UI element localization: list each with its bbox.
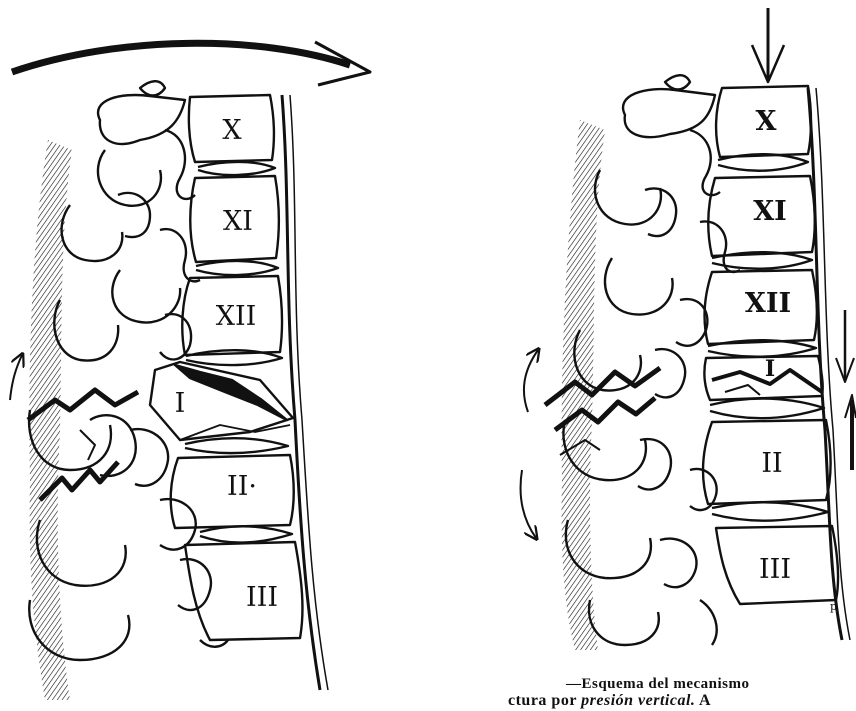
left-label-ii: II· [227,471,257,502]
right-label-xi: XI [753,196,787,227]
caption-line-2-prefix: ctura por [508,692,577,709]
hatched-posterior-column [29,140,72,700]
left-label-xi: XI [223,206,253,237]
left-spine-diagram [10,42,370,700]
right-label-ii: II [761,448,782,479]
right-label-xii: XII [745,288,791,319]
right-label-i: I [765,356,775,382]
flexion-arrow-icon [12,43,350,72]
vertebra-iii [185,542,302,640]
left-label-iii: III [246,582,278,613]
artist-signature: p [830,600,837,613]
right-label-iii: III [759,554,791,585]
right-label-x: X [756,106,777,137]
right-vertebra-labels: X XI XII I II III p [745,106,837,613]
right-spine-diagram [521,8,856,650]
figure-caption-line-1: —Esquema del mecanismo [566,676,750,693]
figure-caption-line-2: ctura por presión vertical. A [508,692,711,710]
caption-line-2-italic: presión vertical. [581,692,695,709]
left-label-xii: XII [216,301,257,332]
left-label-x: X [222,115,242,146]
left-label-i: I [175,388,186,419]
caption-line-2-suffix: A [699,692,711,709]
